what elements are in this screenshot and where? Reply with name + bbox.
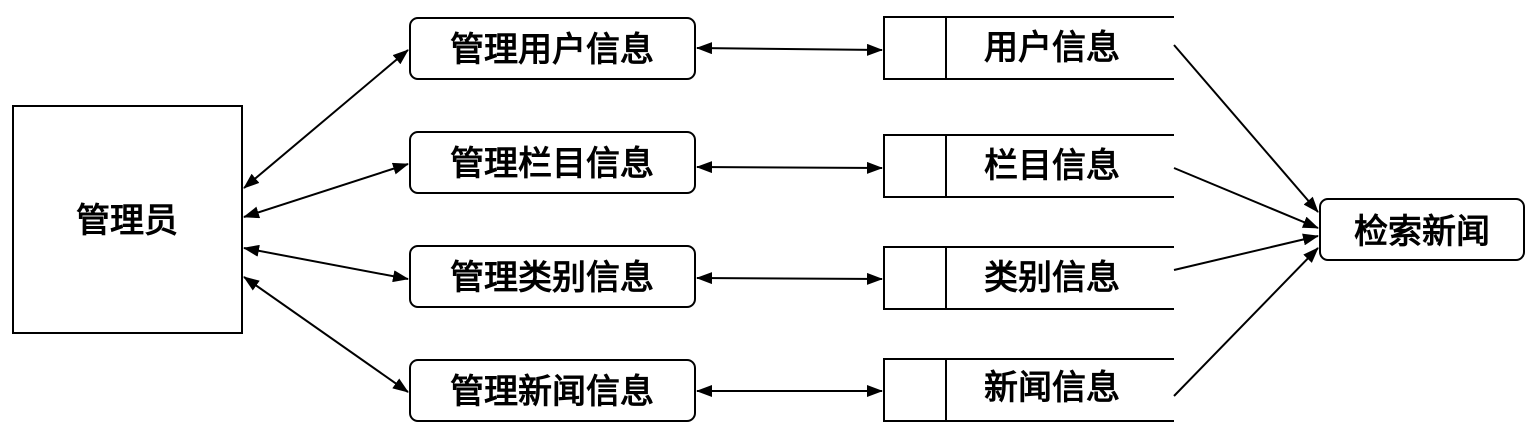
arrow-admin-manage-user (243, 49, 409, 189)
store-user-info: 用户信息 (883, 16, 1174, 80)
store-category-info-label: 类别信息 (984, 258, 1120, 298)
arrow-manage-column-store (696, 161, 883, 174)
store-column-info-label: 栏目信息 (984, 146, 1120, 186)
process-manage-category-label: 管理类别信息 (450, 258, 654, 298)
admin-entity: 管理员 (12, 105, 243, 334)
store-column-info: 栏目信息 (883, 134, 1174, 198)
arrow-admin-manage-news (243, 276, 409, 393)
process-manage-user-label: 管理用户信息 (450, 30, 654, 70)
process-search-news-label: 检索新闻 (1354, 212, 1490, 252)
arrow-manage-user-store (696, 42, 883, 56)
arrow-news-info-search (1173, 247, 1319, 397)
arrow-admin-manage-column (243, 162, 409, 219)
arrow-manage-category-store (696, 272, 883, 285)
store-news-info: 新闻信息 (883, 358, 1174, 422)
process-manage-column-label: 管理栏目信息 (450, 144, 654, 184)
store-user-info-label: 用户信息 (984, 28, 1120, 68)
process-manage-news: 管理新闻信息 (409, 359, 696, 422)
arrow-category-info-search (1173, 233, 1319, 271)
arrow-column-info-search (1173, 167, 1319, 229)
process-manage-category: 管理类别信息 (409, 245, 696, 308)
process-manage-column: 管理栏目信息 (409, 131, 696, 194)
arrow-user-info-search (1173, 44, 1319, 213)
process-search-news: 检索新闻 (1319, 198, 1525, 261)
process-manage-news-label: 管理新闻信息 (450, 372, 654, 412)
arrow-admin-manage-category (243, 244, 409, 283)
store-news-info-label: 新闻信息 (984, 368, 1120, 408)
admin-label: 管理员 (76, 201, 178, 241)
store-category-info: 类别信息 (883, 246, 1174, 310)
process-manage-user: 管理用户信息 (409, 17, 696, 80)
